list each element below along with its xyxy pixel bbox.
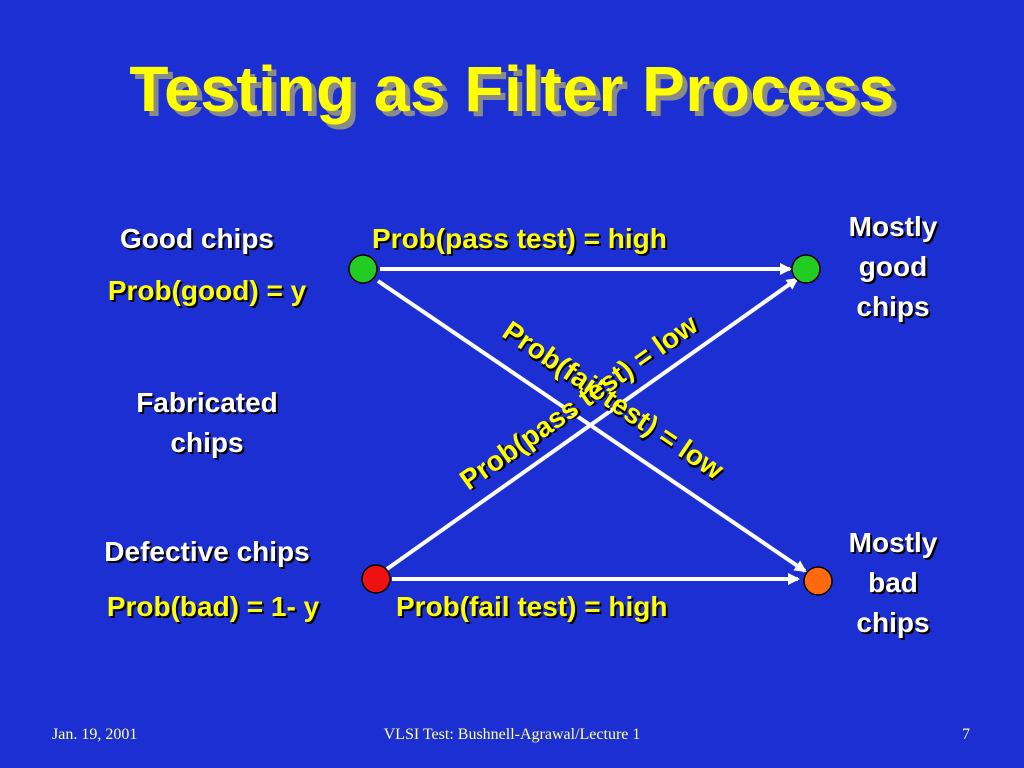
label-mostly-bad-2: bad xyxy=(868,567,918,598)
edge-label-pass-high: Prob(pass test) = high xyxy=(372,223,667,254)
good-input-node xyxy=(348,254,378,284)
edge-label-pass-low: Prob(pass test) = low xyxy=(454,308,703,495)
label-prob-good: Prob(good) = y xyxy=(107,275,307,306)
bad-output-node xyxy=(803,566,833,596)
label-fabricated: Fabricated xyxy=(136,387,278,418)
label-defective-chips: Defective chips xyxy=(104,536,310,567)
footer-date: Jan. 19, 2001 xyxy=(52,726,138,743)
bad-input-node xyxy=(361,564,391,594)
label-fabricated-chips: chips xyxy=(170,427,244,458)
slide-title: Testing as Filter Process xyxy=(129,53,895,125)
label-mostly-bad-1: Mostly xyxy=(848,527,938,558)
label-prob-bad: Prob(bad) = 1- y xyxy=(106,591,320,622)
label-mostly-good-2: good xyxy=(858,251,928,282)
good-output-node xyxy=(791,254,821,284)
footer-page-number: 7 xyxy=(962,726,970,743)
arrow-bad-pass xyxy=(385,277,799,571)
edge-label-fail-high: Prob(fail test) = high xyxy=(396,591,668,622)
label-mostly-good-1: Mostly xyxy=(848,211,938,242)
footer-course: VLSI Test: Bushnell-Agrawal/Lecture 1 xyxy=(383,726,641,743)
label-mostly-good-3: chips xyxy=(856,291,930,322)
label-good-chips: Good chips xyxy=(120,223,274,254)
label-mostly-bad-3: chips xyxy=(856,607,930,638)
edge-label-fail-low: Prob(fail test) = low xyxy=(497,315,729,486)
